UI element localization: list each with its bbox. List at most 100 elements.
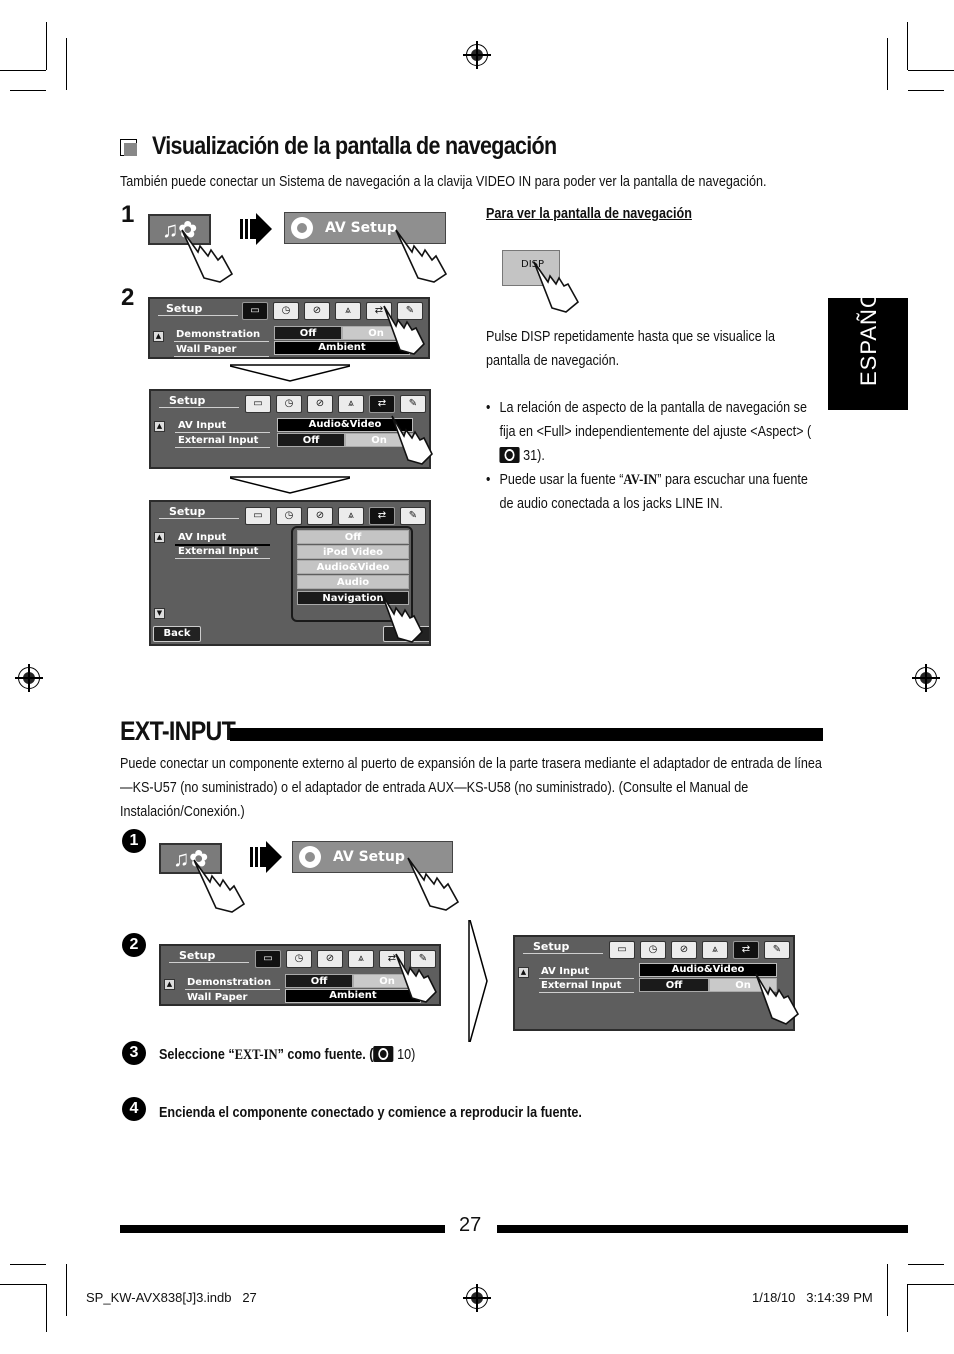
wrench-icon[interactable]: ✎ (410, 950, 436, 968)
input-icon[interactable]: ⇄ (369, 507, 395, 525)
hand-pointer-icon (391, 415, 433, 465)
scroll-up-icon[interactable]: ▲ (154, 421, 165, 432)
antenna-icon[interactable]: ⩓ (335, 302, 361, 320)
ext-step-3: Seleccione “EXT-IN” como fuente. ( 10) (159, 1046, 416, 1063)
registration-mark-icon (15, 664, 43, 692)
disc-icon[interactable]: ⊘ (307, 395, 333, 413)
wrench-icon[interactable]: ✎ (764, 941, 790, 959)
arrow-right-icon (468, 920, 488, 1042)
footer-file: SP_KW-AVX838[J]3.indb 27 (86, 1290, 257, 1305)
registration-mark-icon (463, 1284, 491, 1312)
arrow-down-icon (230, 364, 350, 382)
disc-icon[interactable]: ⊘ (671, 941, 697, 959)
scroll-up-icon[interactable]: ▲ (518, 967, 529, 978)
antenna-icon[interactable]: ⩓ (702, 941, 728, 959)
language-tab: ESPAÑOL (828, 277, 908, 410)
hand-pointer-icon (755, 973, 800, 1025)
arrow-right-icon (240, 213, 272, 245)
arrow-right-icon (250, 841, 282, 873)
magnify-icon (373, 1046, 394, 1062)
page-number: 27 (459, 1214, 482, 1236)
wrench-icon[interactable]: ✎ (397, 302, 423, 320)
av-input-value[interactable]: Audio&Video (639, 963, 777, 977)
ext-step-4: Encienda el componente conectado y comie… (159, 1104, 582, 1121)
gear-icon (299, 846, 321, 868)
scroll-down-icon[interactable]: ▼ (154, 608, 165, 619)
demo-off-option[interactable]: Off (274, 326, 342, 340)
hand-pointer-icon (395, 953, 437, 1003)
menu-option[interactable]: Audio (297, 575, 409, 589)
antenna-icon[interactable]: ⩓ (348, 950, 374, 968)
av-input-screen: Setup ▭ ◷ ⊘ ⩓ ⇄ ✎ ▲ AV Input External In… (149, 389, 431, 469)
display-icon[interactable]: ▭ (255, 950, 281, 968)
scroll-up-icon[interactable]: ▲ (153, 331, 164, 342)
language-tab-label: ESPAÑOL (856, 276, 881, 386)
disc-icon[interactable]: ⊘ (304, 302, 330, 320)
scroll-up-icon[interactable]: ▲ (164, 979, 175, 990)
nav-bullet-1: • La relación de aspecto de la pantalla … (486, 399, 812, 464)
menu-option-selected[interactable]: Navigation (297, 591, 409, 605)
ext-off-option[interactable]: Off (277, 433, 345, 447)
disc-icon[interactable]: ⊘ (307, 507, 333, 525)
menu-option[interactable]: Off (297, 530, 409, 544)
magnify-icon (499, 447, 520, 463)
footer-rule-left (120, 1225, 445, 1233)
antenna-icon[interactable]: ⩓ (338, 395, 364, 413)
display-icon[interactable]: ▭ (242, 302, 268, 320)
hand-pointer-icon (395, 229, 448, 283)
antenna-icon[interactable]: ⩓ (338, 507, 364, 525)
scroll-up-icon[interactable]: ▲ (154, 532, 165, 543)
av-input-value[interactable]: Audio&Video (277, 418, 413, 432)
clock-icon[interactable]: ◷ (276, 507, 302, 525)
ext-input-title: EXT-INPUT (120, 716, 236, 746)
display-icon[interactable]: ▭ (245, 395, 271, 413)
disp-button[interactable]: DISP (502, 250, 560, 286)
step-badge: 1 (122, 829, 146, 853)
menu-option[interactable]: Audio&Video (297, 560, 409, 574)
av-input-menu-screen: Setup ▭ ◷ ⊘ ⩓ ⇄ ✎ ▲ ▼ AV Input External … (149, 500, 431, 646)
av-setup-button[interactable]: AV Setup (284, 212, 446, 244)
back-button[interactable]: Back (153, 626, 201, 642)
input-icon[interactable]: ⇄ (379, 950, 405, 968)
hand-pointer-icon (193, 859, 246, 913)
title-rule (230, 728, 823, 741)
step-number: 2 (121, 284, 135, 311)
footer-timestamp: 1/18/10 3:14:39 PM (752, 1290, 873, 1305)
hand-pointer-icon (407, 857, 460, 911)
music-icon-button[interactable]: ♫✿ (148, 214, 211, 245)
display-icon[interactable]: ▭ (609, 941, 635, 959)
gear-icon (291, 217, 313, 239)
input-icon[interactable]: ⇄ (369, 395, 395, 413)
disc-icon[interactable]: ⊘ (317, 950, 343, 968)
nav-instruction: Pulse DISP repetidamente hasta que se vi… (486, 328, 776, 369)
clock-icon[interactable]: ◷ (273, 302, 299, 320)
ext-off-option[interactable]: Off (639, 978, 709, 992)
demo-off-option[interactable]: Off (285, 974, 353, 988)
registration-mark-icon (463, 41, 491, 69)
input-icon[interactable]: ⇄ (366, 302, 392, 320)
wrench-icon[interactable]: ✎ (400, 395, 426, 413)
ext-intro: Puede conectar un componente externo al … (120, 755, 822, 820)
av-input-screen: Setup ▭ ◷ ⊘ ⩓ ⇄ ✎ ▲ AV Input External In… (513, 935, 795, 1031)
display-icon[interactable]: ▭ (245, 507, 271, 525)
arrow-down-icon (230, 476, 350, 494)
footer-rule-right (497, 1225, 908, 1233)
music-icon-button[interactable]: ♫✿ (159, 843, 222, 874)
registration-mark-icon (912, 664, 940, 692)
hand-pointer-icon (181, 229, 234, 283)
hand-pointer-icon (533, 261, 580, 313)
step-badge: 3 (122, 1041, 146, 1065)
nav-heading: Para ver la pantalla de navegación (486, 205, 692, 222)
clock-icon[interactable]: ◷ (276, 395, 302, 413)
step-badge: 4 (122, 1097, 146, 1121)
setup-icons: ▭ ◷ ⊘ ⩓ ⇄ ✎ (242, 302, 423, 320)
wrench-icon[interactable]: ✎ (400, 507, 426, 525)
wallpaper-value[interactable]: Ambient (274, 341, 410, 355)
input-icon[interactable]: ⇄ (733, 941, 759, 959)
setup-screen: Setup ▭ ◷ ⊘ ⩓ ⇄ ✎ ▲ Demonstration Wall P… (148, 297, 430, 359)
av-setup-button[interactable]: AV Setup (292, 841, 453, 873)
clock-icon[interactable]: ◷ (286, 950, 312, 968)
step-badge: 2 (122, 933, 146, 957)
clock-icon[interactable]: ◷ (640, 941, 666, 959)
menu-option[interactable]: iPod Video (297, 545, 409, 559)
